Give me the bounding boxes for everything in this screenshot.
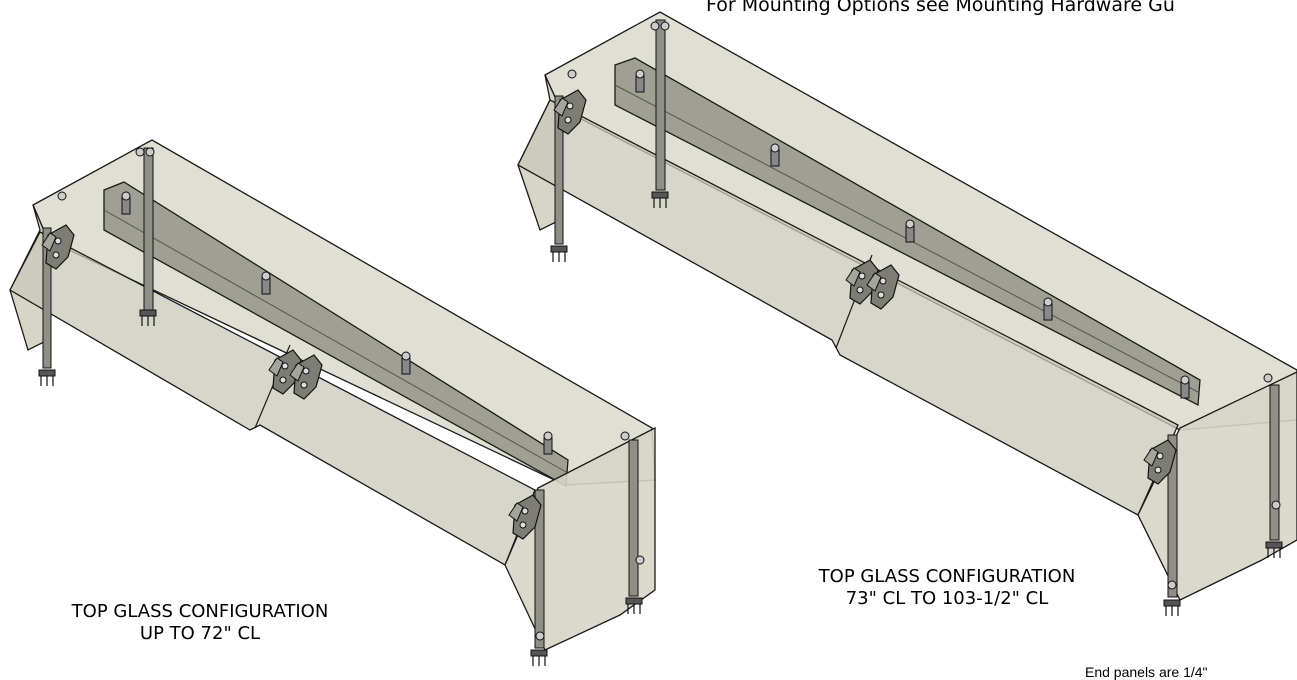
mounting-options-note: For Mounting Options see Mounting Hardwa…	[706, 0, 1175, 16]
right-configuration-title: TOP GLASS CONFIGURATION	[818, 566, 1076, 587]
end-panels-note: End panels are 1/4"	[1085, 664, 1208, 680]
right-sneeze-guard-assembly	[517, 11, 1297, 617]
right-end-panel-right	[1137, 371, 1297, 601]
left-configuration-range: UP TO 72" CL	[139, 623, 261, 644]
left-sneeze-guard-assembly	[9, 139, 656, 667]
left-configuration-title: TOP GLASS CONFIGURATION	[71, 601, 329, 622]
right-configuration-caption: TOP GLASS CONFIGURATION 73" CL TO 103-1/…	[762, 566, 1132, 610]
right-configuration-range: 73" CL TO 103-1/2" CL	[845, 588, 1049, 609]
left-configuration-caption: TOP GLASS CONFIGURATION UP TO 72" CL	[40, 601, 360, 645]
